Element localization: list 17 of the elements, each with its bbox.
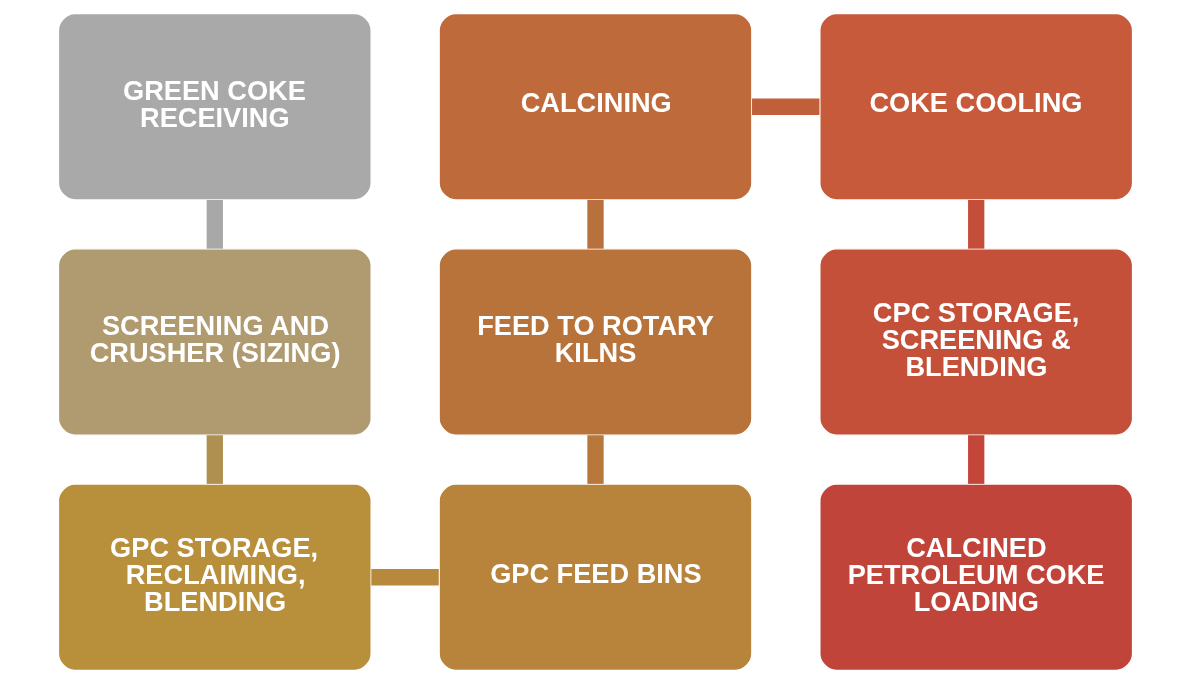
node-box: COKE COOLING (819, 12, 1134, 201)
connector (206, 200, 223, 249)
node-box: GPC FEED BINS (438, 483, 753, 672)
node-box: CALCINING (438, 12, 753, 201)
node-box: CALCINED PETROLEUM COKE LOADING (819, 483, 1134, 672)
node-box: CPC STORAGE, SCREENING & BLENDING (819, 248, 1134, 436)
node-box: FEED TO ROTARY KILNS (438, 248, 753, 436)
connector (968, 435, 985, 484)
connector (752, 98, 820, 115)
connector (371, 569, 439, 586)
connector (968, 200, 985, 249)
connector (587, 200, 604, 249)
node-box: GPC STORAGE, RECLAIMING, BLENDING (57, 483, 372, 672)
node-box: GREEN COKE RECEIVING (57, 12, 372, 201)
node-box: SCREENING AND CRUSHER (SIZING) (57, 248, 372, 436)
connector (206, 435, 223, 484)
connector (587, 435, 604, 484)
